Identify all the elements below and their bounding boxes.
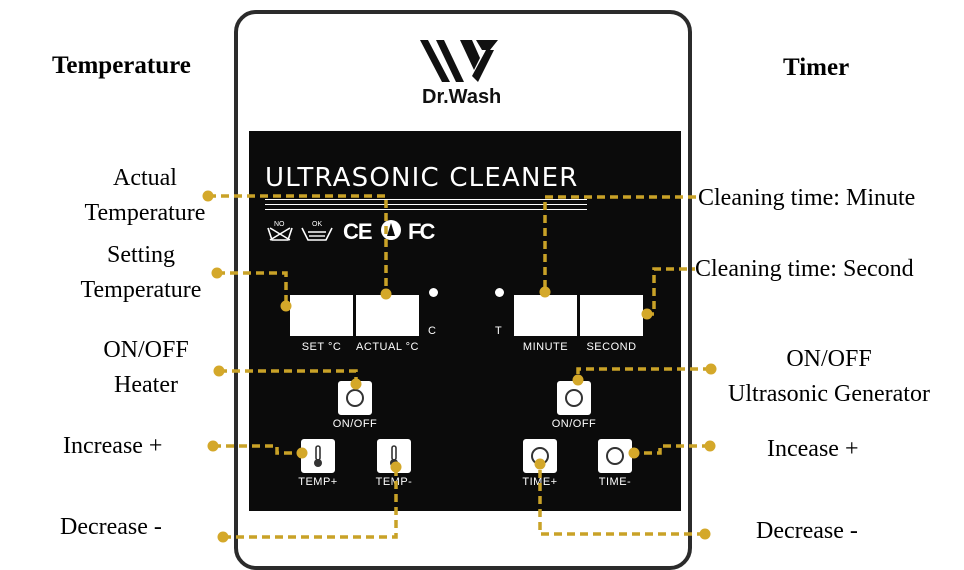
temperature-header: Temperature (52, 52, 191, 79)
heater-onoff-label: ON/OFF (332, 418, 378, 430)
leader-temp-decrease (223, 467, 398, 539)
leader-dot (213, 365, 225, 377)
title-underline (265, 199, 587, 200)
fc-mark: FC (408, 219, 435, 244)
leader-dot (699, 528, 711, 540)
leader-onoff-heater (219, 369, 358, 384)
leader-dot (380, 288, 392, 300)
callout-temp-decrease: Decrease - (60, 514, 162, 540)
callout-temp-increase: Increase + (63, 433, 163, 459)
temp-minus-label: TEMP- (375, 476, 413, 488)
callout-onoff-ultrasonic: ON/OFF Ultrasonic Generator (728, 346, 930, 407)
leader-dot (534, 458, 546, 470)
circle-icon (606, 447, 624, 465)
leader-dot (207, 440, 219, 452)
title-underline-2 (265, 204, 587, 205)
leader-dot (217, 531, 229, 543)
brand-logo-icon (420, 40, 498, 82)
rohs-badge-icon (381, 220, 401, 240)
leader-time-increase (634, 444, 710, 455)
callout-onoff-heater: ON/OFF Heater (103, 337, 189, 398)
minute-label: MINUTE (522, 341, 569, 353)
callout-time-increase: Incease + (767, 436, 859, 462)
svg-text:OK: OK (312, 221, 322, 228)
leader-onoff-ultrasonic (576, 367, 711, 380)
actual-temperature-display (356, 295, 419, 336)
temp-plus-button[interactable] (301, 439, 335, 473)
timer-header: Timer (783, 54, 850, 81)
leader-dot (202, 190, 214, 202)
leader-dot (350, 378, 362, 390)
second-label: SECOND (586, 341, 637, 353)
indicator-t-label: T (495, 325, 503, 337)
power-ring-icon (346, 389, 364, 407)
no-wash-basket-icon: NO (267, 221, 293, 241)
leader-dot (280, 300, 292, 312)
leader-dot (296, 447, 308, 459)
leader-dot (211, 267, 223, 279)
panel-title: ULTRASONIC CLEANER (265, 163, 579, 193)
actual-c-label: ACTUAL °C (356, 341, 419, 353)
leader-time-decrease (538, 464, 705, 536)
leader-dot (572, 374, 584, 386)
set-temperature-display (290, 295, 353, 336)
callout-time-decrease: Decrease - (756, 518, 858, 544)
leader-dot (628, 447, 640, 459)
brand-name: Dr.Wash (422, 86, 502, 108)
set-c-label: SET °C (301, 341, 342, 353)
leader-dot (704, 440, 716, 452)
leader-dot (705, 363, 717, 375)
ce-mark: CE (343, 219, 373, 244)
ok-wash-basket-icon: OK (301, 221, 333, 241)
leader-temp-increase (213, 444, 302, 455)
callout-actual-temperature: Actual Temperature (84, 165, 206, 226)
time-minus-label: TIME- (598, 476, 632, 488)
ultrasonic-onoff-label: ON/OFF (551, 418, 597, 430)
leader-dot (641, 308, 653, 320)
callout-cleaning-minute: Cleaning time: Minute (698, 181, 916, 216)
timer-indicator-led (495, 288, 504, 297)
leader-setting-temperature (217, 271, 288, 306)
minute-display (514, 295, 577, 336)
svg-text:NO: NO (274, 221, 285, 228)
leader-lines (202, 190, 717, 543)
time-plus-label: TIME+ (522, 476, 558, 488)
second-display (580, 295, 643, 336)
indicator-c-label: C (428, 325, 437, 337)
leader-dot (390, 461, 402, 473)
callout-setting-temperature: Setting Temperature (80, 242, 202, 303)
leader-dot (539, 286, 551, 298)
power-ring-icon (565, 389, 583, 407)
leader-cleaning-second (647, 267, 700, 316)
callout-cleaning-second: Cleaning time: Second (695, 252, 914, 287)
temp-plus-label: TEMP+ (298, 476, 338, 488)
leader-cleaning-minute (543, 195, 709, 292)
leader-actual-temperature (208, 194, 388, 294)
heater-indicator-led (429, 288, 438, 297)
thermometer-icon (314, 445, 322, 467)
title-underline-3 (265, 209, 587, 210)
